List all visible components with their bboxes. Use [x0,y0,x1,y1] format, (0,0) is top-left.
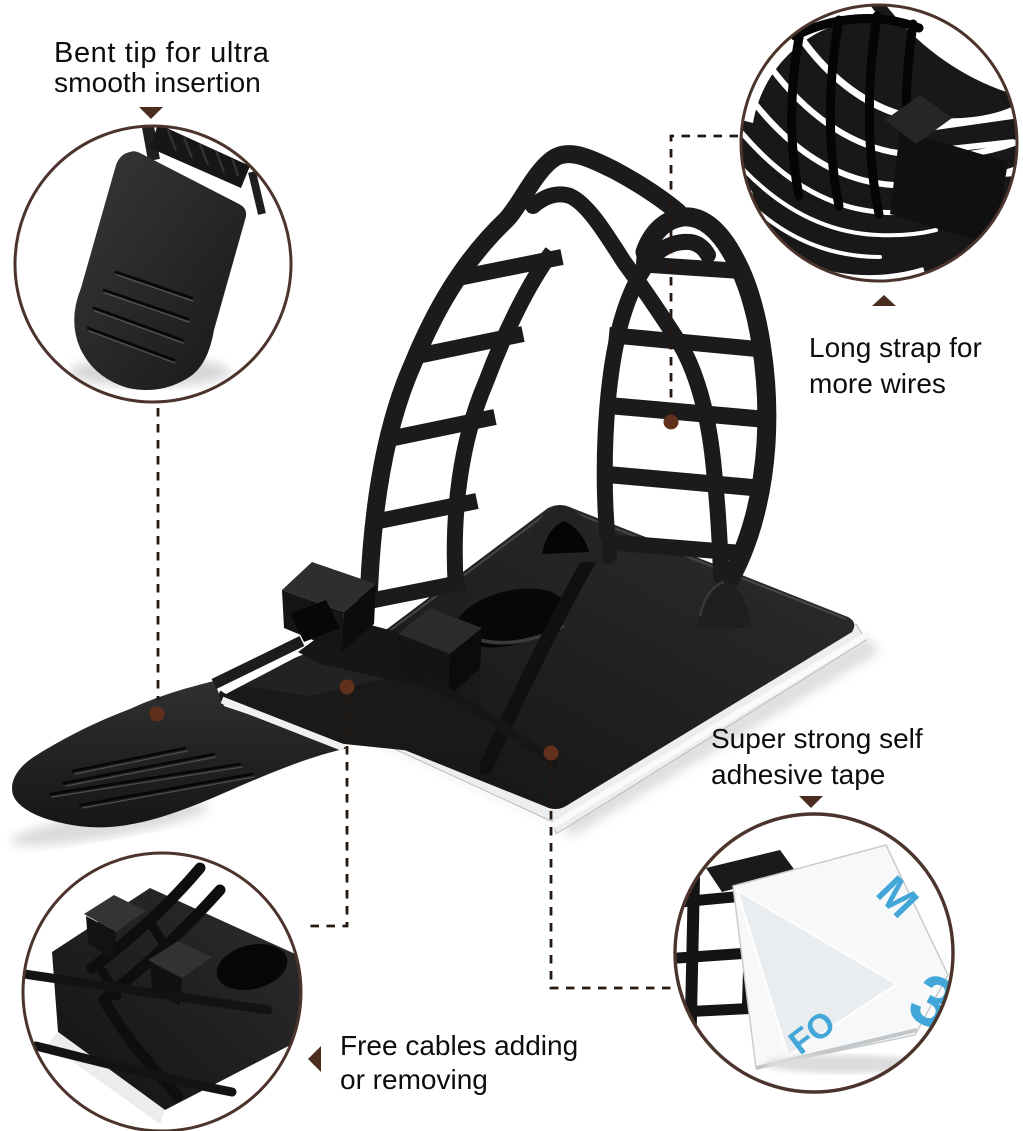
svg-text:more wires: more wires [809,368,946,399]
svg-text:adhesive tape: adhesive tape [711,759,885,790]
svg-text:or removing: or removing [340,1064,488,1095]
svg-text:Free cables adding: Free cables adding [340,1030,578,1061]
svg-text:Long strap for: Long strap for [809,332,982,363]
svg-text:Super strong self: Super strong self [711,723,923,754]
svg-text:Bent tip for ultra: Bent tip for ultra [54,37,270,69]
svg-text:smooth insertion: smooth insertion [54,66,261,98]
